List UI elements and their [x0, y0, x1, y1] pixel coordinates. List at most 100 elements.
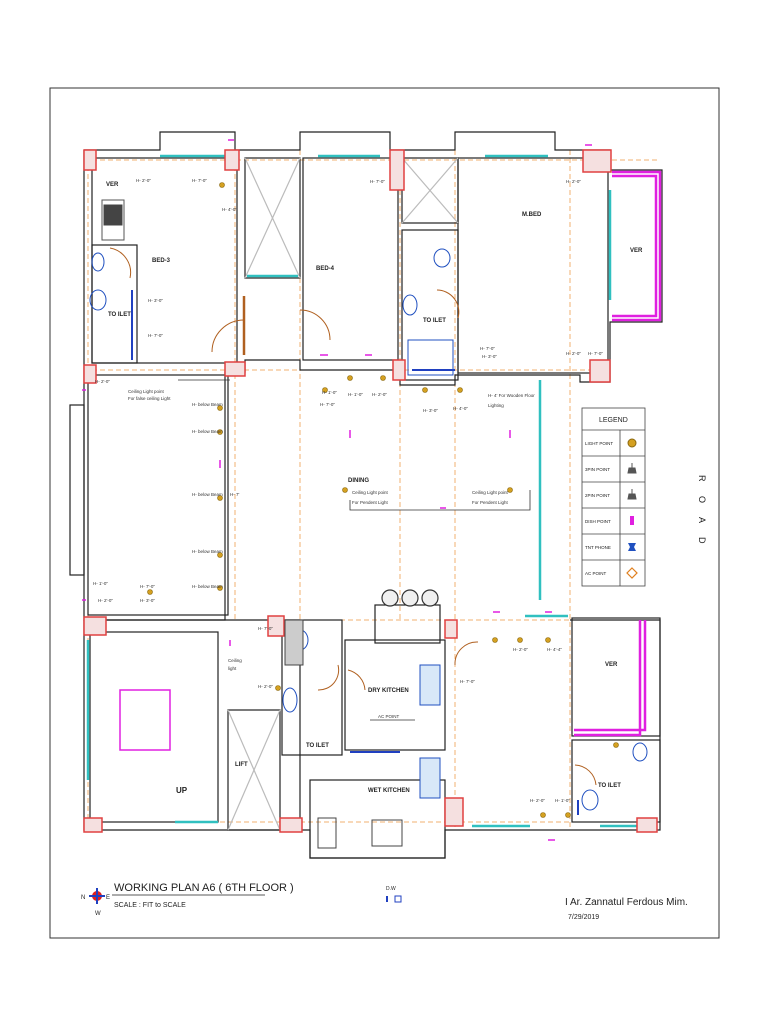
legend-item-label: LIGHT POINT — [585, 441, 613, 446]
note-h-30-a: H- 3'-0" — [148, 298, 163, 303]
2pin-point-icon — [627, 489, 637, 500]
note-h-70-h: H- 7'-0" — [258, 626, 273, 631]
note-h-10-b: H- 1'-0" — [322, 390, 337, 395]
note-h-20-d: H- 2'-0" — [372, 392, 387, 397]
note-h-30-c: H- 3'-0" — [140, 598, 155, 603]
dish-point-icon — [630, 516, 634, 525]
note-ceiling-pend-b-2: For Pendent Light — [472, 500, 509, 505]
dining-chairs — [381, 589, 439, 607]
note-ceiling-false: Ceiling Light point — [128, 389, 165, 394]
room-ver-ne: VER — [630, 248, 643, 254]
room-toilet-c: TO ILET — [306, 743, 329, 749]
note-h-20-h: H- 2'-0" — [513, 647, 528, 652]
wiring — [178, 379, 531, 721]
note-h-70-c: H- 7'-0" — [370, 179, 385, 184]
note-h-20-a: H- 2'-0" — [136, 178, 151, 183]
compass-e: E — [106, 895, 110, 901]
note-h-40-a: H- 4'-0" — [222, 207, 237, 212]
note-ceiling-false-2: For false ceiling Light — [128, 396, 171, 401]
stair-up-label: UP — [176, 786, 188, 795]
compass-icon: N E W — [81, 888, 110, 917]
note-h-20-f: H- 2'-0" — [566, 351, 581, 356]
room-ver-nw: VER — [106, 182, 119, 188]
room-lift: LIFT — [235, 762, 248, 768]
room-wet-kitchen: WET KITCHEN — [368, 788, 410, 794]
note-h-20-e: H- 2'-0" — [566, 179, 581, 184]
note-h-10-c: H- 1'-0" — [348, 392, 363, 397]
note-h-beam-1: H- below Beam — [192, 402, 223, 407]
note-ceiling-pend-a: Ceiling Light point — [352, 490, 389, 495]
dw-label: D.W — [386, 886, 396, 892]
note-h-70-i: H- 7'-0" — [460, 679, 475, 684]
windows — [86, 154, 650, 828]
legend: LEGEND LIGHT POINT 3PIN POINT 2PIN POINT DI… — [581, 407, 646, 587]
note-h-beam-5: H- below Beam — [192, 584, 223, 589]
room-bed3: BED-3 — [152, 258, 171, 264]
plan-title: WORKING PLAN A6 ( 6TH FLOOR ) — [114, 882, 294, 894]
walls — [69, 131, 663, 859]
legend-item-label: TNT PHONE — [585, 545, 611, 550]
sheet-border — [49, 87, 720, 939]
note-h-7ft: H- 7' — [230, 492, 240, 497]
note-ceiling-pend-b: Ceiling Light point — [472, 490, 509, 495]
columns — [83, 149, 658, 833]
legend-item-label: AC POINT — [585, 571, 607, 576]
note-h-10-a: H- 1'-0" — [93, 581, 108, 586]
note-h-70-f: H- 7'-0" — [480, 346, 495, 351]
verandah-railings — [574, 170, 662, 737]
note-h-70-g: H- 7'-0" — [588, 351, 603, 356]
room-ver-se: VER — [605, 662, 618, 668]
note-wooden-floor: H- 4' For Wooden Floor — [488, 393, 535, 398]
road-label: R O A D — [697, 475, 707, 550]
plan-scale: SCALE : FIT to SCALE — [114, 902, 186, 909]
room-bed4: BED-4 — [316, 266, 335, 272]
note-h-70-d: H- 7'-0" — [140, 584, 155, 589]
light-points — [147, 182, 619, 818]
room-mbed: M.BED — [522, 212, 542, 218]
blue-lines — [131, 290, 579, 815]
note-ceiling-pend-a-2: For Pendent Light — [352, 500, 389, 505]
legend-item-label: 3PIN POINT — [585, 467, 610, 472]
note-ceiling-light: Ceiling — [228, 658, 242, 663]
light-point-icon — [627, 438, 637, 448]
room-toilet-m: TO ILET — [423, 318, 446, 324]
note-h-beam-4: H- below Beam — [192, 549, 223, 554]
room-toilet-w: TO ILET — [108, 312, 131, 318]
note-h-70-e: H- 7'-0" — [320, 402, 335, 407]
plan-date: 7/29/2019 — [568, 914, 599, 921]
room-dry-kitchen: DRY KITCHEN — [368, 688, 409, 694]
note-ac-point: AC POINT — [378, 714, 400, 719]
note-h-beam-2: H- below Beam — [192, 429, 223, 434]
compass-w: W — [95, 911, 101, 917]
note-h-30-e: H- 3'-0" — [482, 354, 497, 359]
note-h-70-a: H- 7'-0" — [192, 178, 207, 183]
room-toilet-se: TO ILET — [598, 783, 621, 789]
note-h-44: H- 4'-4" — [547, 647, 562, 652]
note-h-20-g: H- 2'-0" — [258, 684, 273, 689]
note-h-70-b: H- 7'-0" — [148, 333, 163, 338]
note-ceiling-light-2: light — [228, 666, 237, 671]
note-h-20-i: H- 2'-0" — [530, 798, 545, 803]
legend-item-label: DISH POINT — [585, 519, 611, 524]
room-dining: DINING — [348, 478, 369, 484]
note-h-20-c: H- 2'-0" — [98, 598, 113, 603]
note-h-beam-3: H- below Beam — [192, 492, 223, 497]
note-wooden-floor-2: Lighting — [488, 403, 504, 408]
ac-point-icon — [626, 567, 638, 579]
designer-name: I Ar. Zannatul Ferdous Mim. — [565, 897, 688, 908]
note-h-10-d: H- 1'-0" — [555, 798, 570, 803]
compass-n: N — [81, 895, 85, 901]
tnt-phone-icon — [628, 543, 636, 551]
switch-markers — [82, 139, 592, 841]
note-h-40-b: H- 4'-0" — [453, 406, 468, 411]
fixtures — [89, 199, 648, 849]
door-swings — [109, 247, 597, 786]
note-h-30-d: H- 3'-0" — [423, 408, 438, 413]
3pin-point-icon — [627, 463, 637, 474]
note-h-20-b: H- 2'-0" — [95, 379, 110, 384]
title-block: N E W WORKING PLAN A6 ( 6TH FLOOR ) SCAL… — [81, 882, 688, 921]
legend-item-label: 2PIN POINT — [585, 493, 610, 498]
legend-header: LEGEND — [599, 417, 628, 424]
